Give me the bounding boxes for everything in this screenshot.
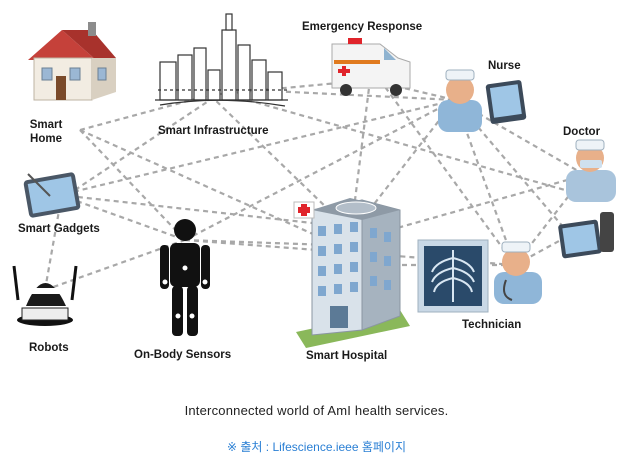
label-smart-infrastructure: Smart Infrastructure (158, 125, 269, 137)
label-smart-hospital: Smart Hospital (306, 350, 388, 362)
label-smart-home: Smart Home (29, 119, 63, 145)
label-robots: Robots (29, 342, 69, 354)
ambulance-icon (331, 38, 411, 96)
technician-icon (494, 241, 542, 304)
city-skyline-icon (155, 13, 290, 107)
label-technician: Technician (462, 319, 522, 331)
label-smart-gadgets: Smart Gadgets (18, 223, 100, 235)
xray-icon (417, 239, 489, 313)
label-emergency-response: Emergency Response (302, 21, 423, 33)
house-icon (28, 22, 116, 101)
figure-caption: Interconnected world of AmI health servi… (184, 403, 449, 418)
nurse-icon (438, 69, 527, 132)
label-on-body-sensors: On-Body Sensors (134, 349, 232, 361)
hospital-icon (293, 198, 410, 348)
doctor-icon (558, 139, 616, 259)
tablet-icon (23, 172, 81, 218)
robot-icon (12, 265, 78, 326)
label-nurse: Nurse (488, 60, 521, 72)
source-note: ※ 출처 : Lifescience.ieee 홈페이지 (226, 440, 407, 454)
label-doctor: Doctor (563, 126, 601, 138)
person-sensors-icon (160, 219, 210, 336)
